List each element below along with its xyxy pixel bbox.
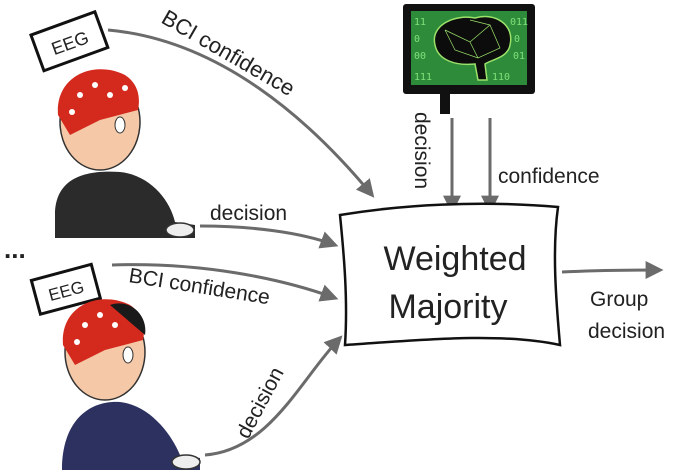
bci-confidence-label-2: BCI confidence <box>127 264 271 309</box>
svg-text:0: 0 <box>514 34 520 45</box>
group-decision-label-line1: Group <box>590 288 648 311</box>
weighted-label: Weighted <box>383 240 526 278</box>
participant-1: EEG <box>29 9 195 238</box>
svg-text:11: 11 <box>414 17 426 28</box>
participant-2: EEG <box>29 262 201 470</box>
svg-text:011: 011 <box>510 17 528 28</box>
eeg-sign-1: EEG <box>29 9 110 73</box>
majority-label: Majority <box>388 288 507 326</box>
group-decision-label-line2: decision <box>588 320 665 343</box>
weighted-majority-box: Weighted Majority <box>338 202 562 347</box>
svg-text:01: 01 <box>513 51 525 62</box>
mouse-icon <box>165 222 195 238</box>
svg-text:110: 110 <box>492 72 510 83</box>
machine-confidence-label: confidence <box>498 165 600 188</box>
machine-decision-label: decision <box>410 112 433 189</box>
brain-icon <box>433 15 512 81</box>
arrows <box>107 28 664 457</box>
ellipsis: ... <box>4 234 26 264</box>
ai-monitor-icon: 11 011 0 0 00 01 111 110 <box>403 4 535 114</box>
svg-text:00: 00 <box>414 51 426 62</box>
mouse-icon <box>171 454 201 470</box>
decision-label-1: decision <box>210 202 287 225</box>
svg-text:111: 111 <box>414 72 432 83</box>
bci-confidence-label-1: BCI confidence <box>158 5 300 101</box>
svg-text:0: 0 <box>414 34 420 45</box>
eeg-sign-2: EEG <box>29 262 103 317</box>
